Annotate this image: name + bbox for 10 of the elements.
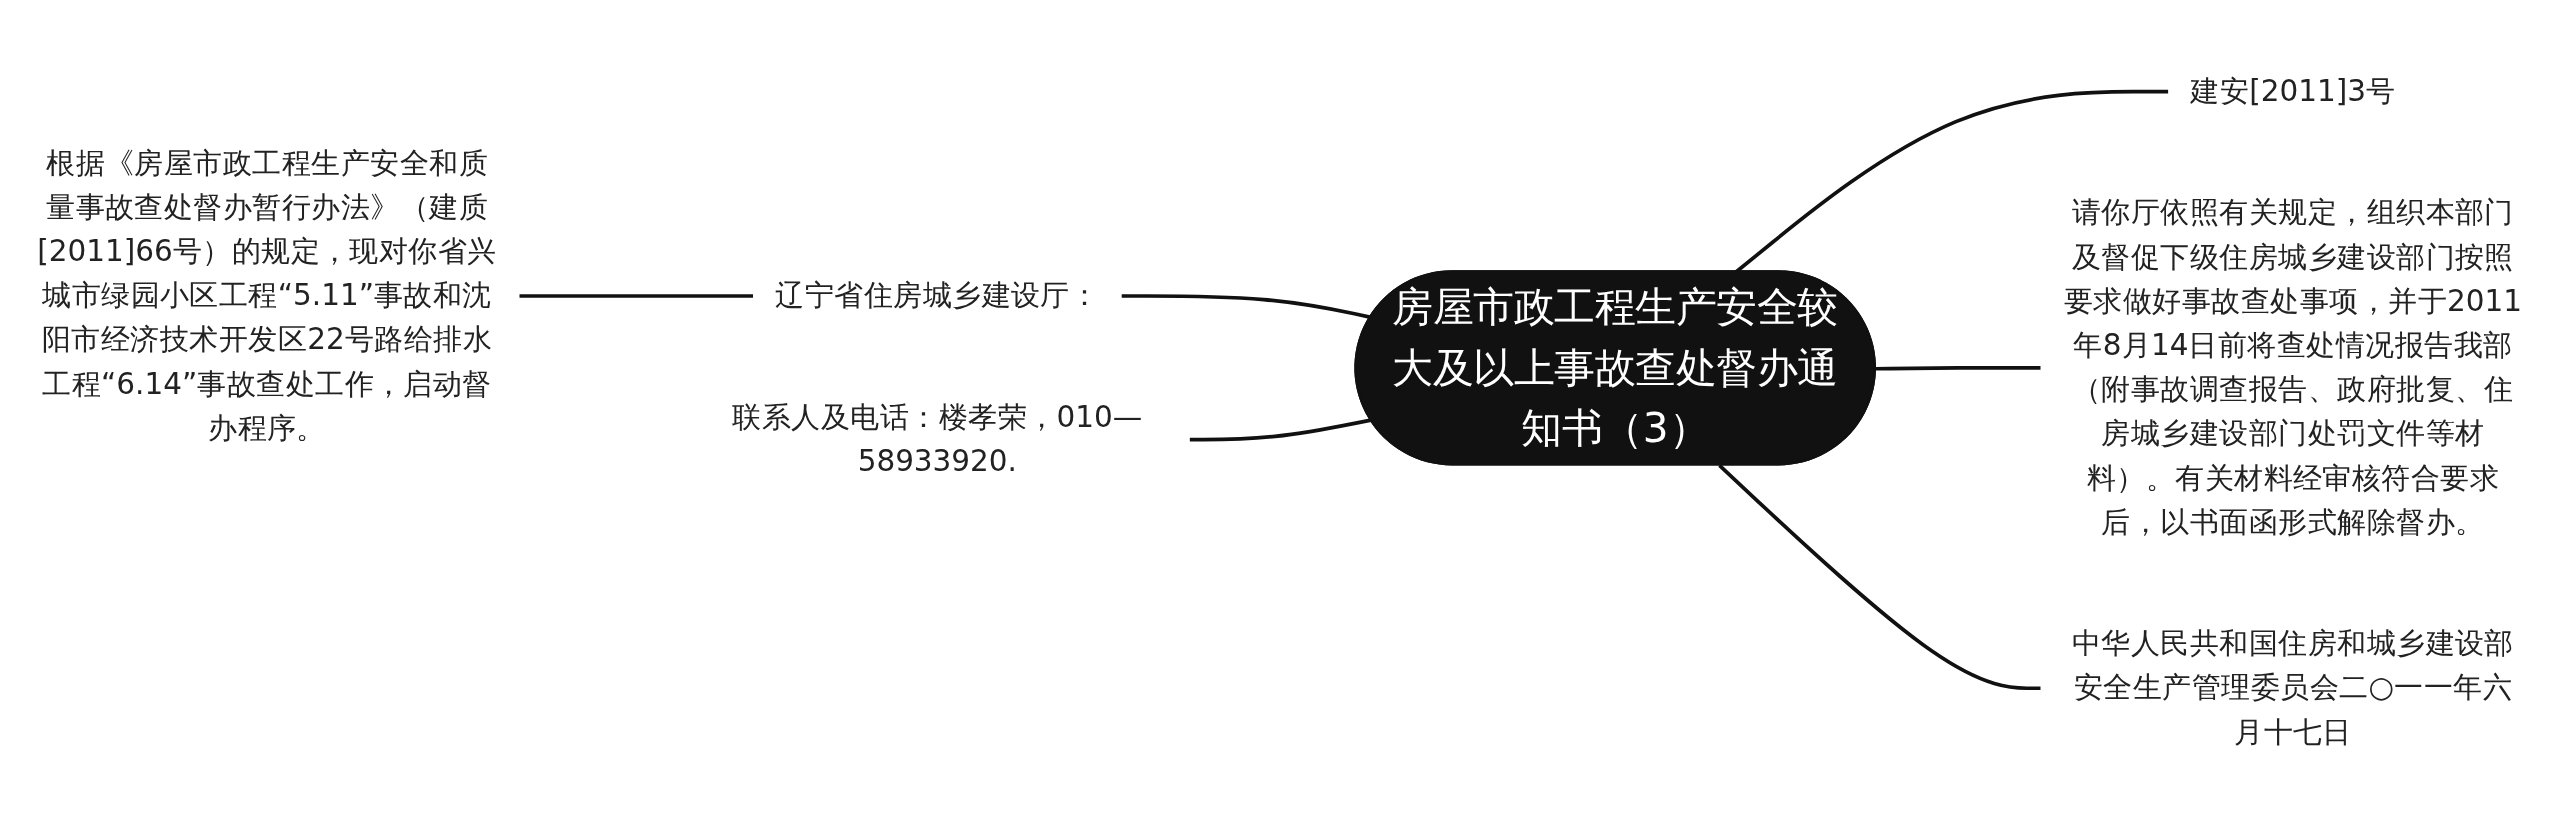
node-text: 请你厅依照有关规定，组织本部门及督促下级住房城乡建设部门按照要求做好事故查处事项，并于2011年8月14日前将查处情况报告我部（附事故调查报告、政府批复、住房城乡建设部门处罚文件等材料）。有关材料经审核符合要求后，以书面函形式解除督办。 [2063,194,2522,540]
node-text: 联系人及电话：楼孝荣，010—58933920. [732,399,1143,479]
node-text: 中华人民共和国住房和城乡建设部安全生产管理委员会二○一一年六月十七日 [2072,625,2514,749]
connector [519,294,754,298]
node-text: 建安[2011]3号 [2190,73,2396,109]
node-text: 辽宁省住房城乡建设厅： [775,277,1100,313]
connector [1718,464,2041,691]
node-text: 根据《房屋市政工程生产安全和质量事故查处督办暂行办法》（建质[2011]66号）的规定，现对你省兴城市绿园小区工程“5.11”事故和沈阳市经济技术开发区22号路给排水工程“6.14”事故查处工作，启动督办程序。 [37,144,497,446]
connector [1875,365,2041,371]
connector [1189,418,1372,442]
